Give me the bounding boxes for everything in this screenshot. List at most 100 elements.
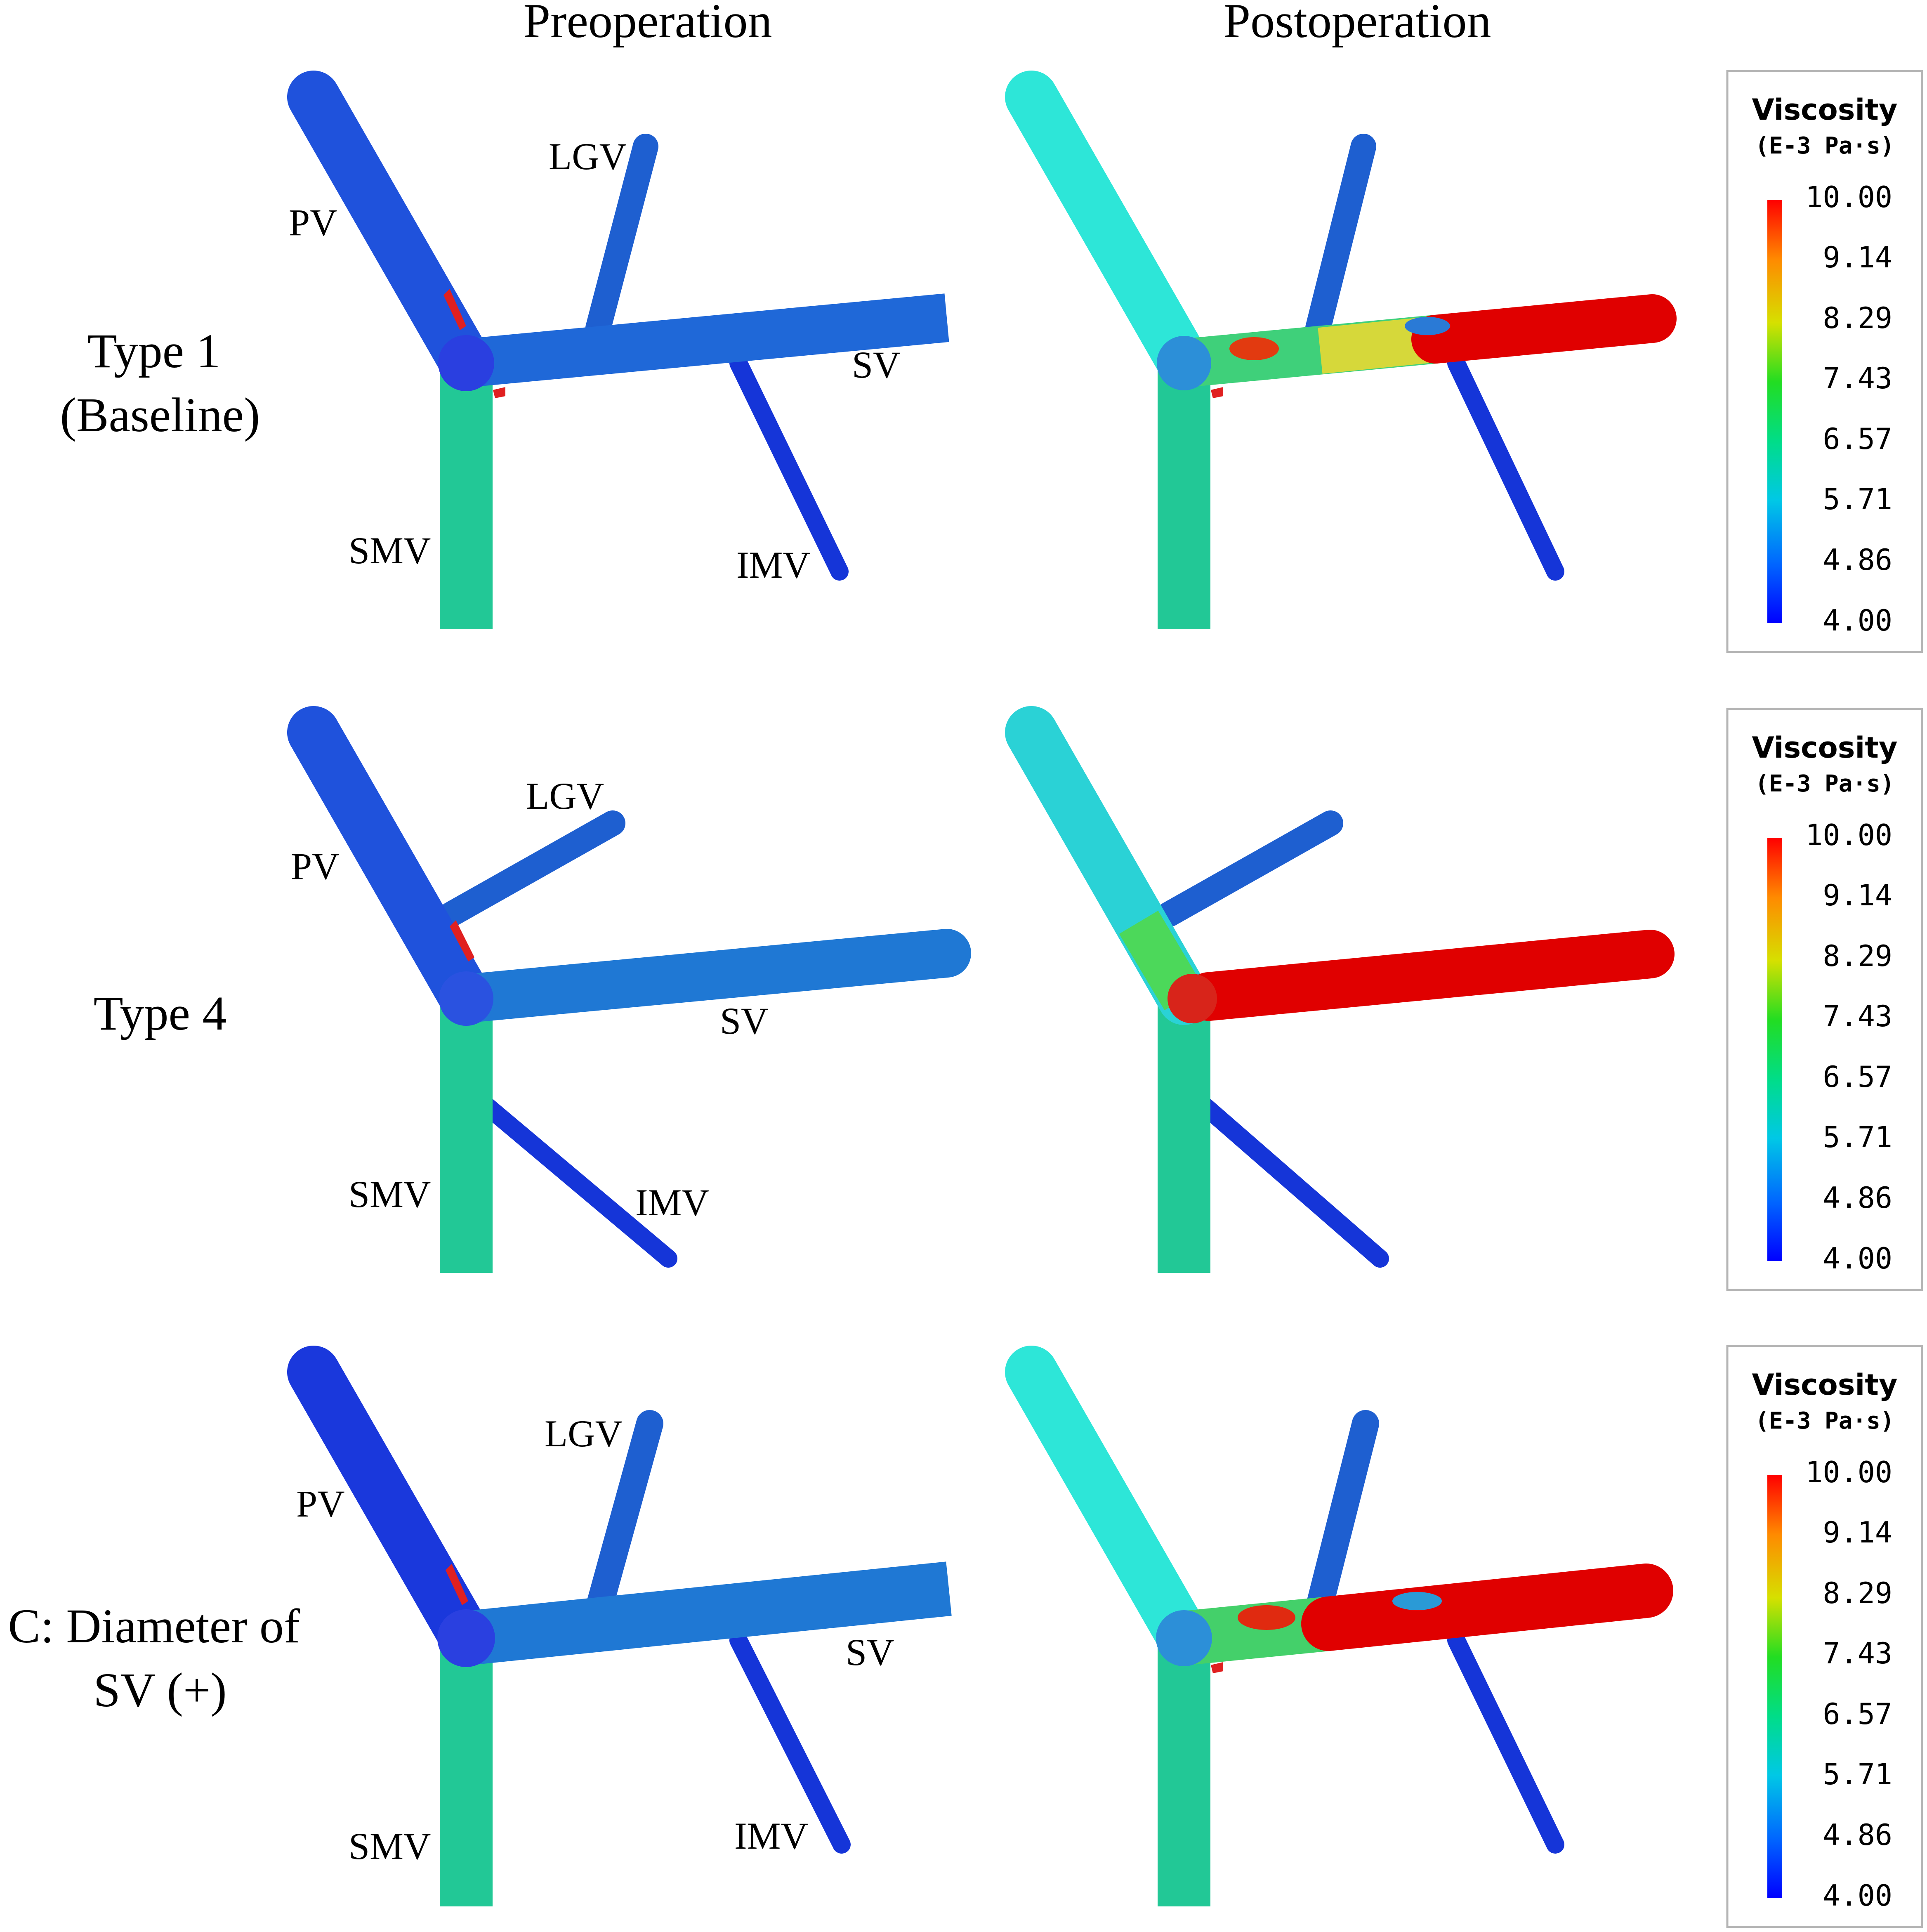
colorbar-tick: 10.00 bbox=[1805, 1455, 1892, 1489]
high-viscosity-spot bbox=[443, 289, 466, 330]
vessel-sv bbox=[463, 1561, 952, 1665]
colorbar-unit: (E-3 Pa·s) bbox=[1755, 1408, 1894, 1434]
label-lgv: LGV bbox=[545, 1412, 623, 1455]
column-header-preoperation: Preoperation bbox=[524, 0, 772, 48]
vessel-model-diameter-post bbox=[1005, 1346, 1673, 1906]
vessel-junction bbox=[1168, 974, 1217, 1023]
high-viscosity-spot bbox=[450, 920, 474, 961]
vessel-lgv bbox=[1305, 134, 1376, 341]
colorbar-tick: 4.00 bbox=[1823, 1879, 1892, 1913]
vessel-pv bbox=[287, 71, 493, 390]
vessel-pv bbox=[1005, 1346, 1210, 1665]
colorbar-tick: 10.00 bbox=[1805, 818, 1892, 852]
row-label-diameter-sv: C: Diameter of SV (+) bbox=[8, 1599, 312, 1717]
row-label-type4-line1: Type 4 bbox=[94, 986, 227, 1040]
vessel-imv bbox=[1447, 1631, 1564, 1854]
label-lgv: LGV bbox=[549, 135, 627, 177]
label-pv: PV bbox=[291, 845, 340, 887]
vessel-pv bbox=[287, 1346, 493, 1665]
colorbar-gradient bbox=[1767, 1475, 1782, 1898]
vessel-sv-high bbox=[1301, 1564, 1673, 1651]
colorbar-tick: 4.00 bbox=[1823, 1242, 1892, 1275]
colorbar-row1: Viscosity (E-3 Pa·s) 10.00 9.14 8.29 7.4… bbox=[1726, 70, 1923, 653]
vessel-model-type1-pre bbox=[287, 71, 949, 629]
vessel-imv bbox=[478, 1097, 677, 1268]
label-pv: PV bbox=[289, 201, 337, 243]
vessel-sv-high bbox=[1411, 294, 1677, 364]
colorbar-tick: 4.86 bbox=[1823, 543, 1892, 577]
label-imv: IMV bbox=[736, 544, 810, 586]
vessel-lgv bbox=[439, 810, 625, 927]
colorbar-gradient bbox=[1767, 838, 1782, 1261]
colorbar-title: Viscosity bbox=[1752, 731, 1898, 765]
high-viscosity-spot bbox=[493, 387, 505, 398]
vessel-lgv bbox=[585, 134, 658, 341]
label-smv: SMV bbox=[349, 529, 431, 572]
vessel-model-type4-pre bbox=[287, 706, 971, 1273]
vessel-lgv bbox=[1157, 810, 1343, 927]
row-label-type1-line1: Type 1 bbox=[87, 324, 221, 378]
low-viscosity-patch bbox=[1405, 317, 1450, 335]
high-viscosity-patch bbox=[1238, 1605, 1295, 1630]
label-pv: PV bbox=[296, 1483, 345, 1525]
vessel-sv bbox=[464, 293, 949, 387]
label-imv: IMV bbox=[734, 1815, 808, 1857]
colorbar-tick: 6.57 bbox=[1823, 422, 1892, 456]
colorbar-tick: 6.57 bbox=[1823, 1697, 1892, 1731]
vessel-model-type1-post bbox=[1005, 71, 1677, 629]
colorbar-tick: 7.43 bbox=[1823, 1637, 1892, 1670]
colorbar-frame bbox=[1726, 708, 1923, 1291]
vessel-model-diameter-pre bbox=[287, 1346, 952, 1906]
high-viscosity-spot bbox=[1211, 1662, 1223, 1673]
colorbar-tick: 8.29 bbox=[1823, 1576, 1892, 1610]
colorbar-frame bbox=[1726, 70, 1923, 653]
vessel-pv bbox=[287, 706, 493, 1025]
colorbar-unit: (E-3 Pa·s) bbox=[1755, 132, 1894, 159]
row-label-type1-line2: (Baseline) bbox=[60, 388, 260, 442]
colorbar-tick: 7.43 bbox=[1823, 999, 1892, 1033]
colorbar-frame bbox=[1726, 1345, 1923, 1928]
vessel-imv bbox=[729, 1631, 851, 1854]
colorbar-tick: 9.14 bbox=[1823, 241, 1892, 274]
vessel-sv-high bbox=[1184, 930, 1675, 1021]
colorbar-tick: 5.71 bbox=[1823, 1120, 1892, 1154]
high-viscosity-spot bbox=[1211, 387, 1223, 398]
colorbar-tick: 4.00 bbox=[1823, 604, 1892, 638]
colorbar-row2: Viscosity (E-3 Pa·s) 10.00 9.14 8.29 7.4… bbox=[1726, 708, 1923, 1291]
low-viscosity-patch bbox=[1392, 1592, 1442, 1610]
vessel-imv bbox=[729, 354, 849, 581]
label-sv: SV bbox=[852, 344, 901, 386]
vessel-junction bbox=[1157, 336, 1211, 390]
colorbar-row3: Viscosity (E-3 Pa·s) 10.00 9.14 8.29 7.4… bbox=[1726, 1345, 1923, 1928]
vessel-lgv bbox=[587, 1410, 663, 1617]
label-sv: SV bbox=[720, 1000, 769, 1042]
colorbar-tick: 5.71 bbox=[1823, 482, 1892, 516]
row-label-type4: Type 4 bbox=[94, 986, 227, 1040]
colorbar-title: Viscosity bbox=[1752, 1368, 1898, 1402]
colorbar-tick: 7.43 bbox=[1823, 361, 1892, 395]
vessel-junction bbox=[437, 1609, 495, 1667]
colorbar-tick: 5.71 bbox=[1823, 1757, 1892, 1791]
label-imv: IMV bbox=[635, 1181, 709, 1223]
label-sv: SV bbox=[846, 1631, 894, 1673]
high-viscosity-spot bbox=[446, 1564, 468, 1605]
row-label-diameter-sv-line1: C: Diameter of bbox=[8, 1599, 300, 1653]
vessel-imv bbox=[1447, 354, 1564, 581]
colorbar-tick: 8.29 bbox=[1823, 939, 1892, 973]
colorbar-title: Viscosity bbox=[1752, 93, 1898, 127]
colorbar-tick: 10.00 bbox=[1805, 180, 1892, 214]
row-label-diameter-sv-line2: SV (+) bbox=[93, 1663, 226, 1717]
vessel-imv bbox=[1196, 1097, 1389, 1268]
label-smv: SMV bbox=[349, 1825, 431, 1867]
low-viscosity-patch bbox=[1229, 337, 1279, 360]
colorbar-tick: 9.14 bbox=[1823, 879, 1892, 912]
vessel-sv bbox=[442, 929, 971, 1023]
vessel-pv bbox=[1005, 71, 1210, 390]
label-lgv: LGV bbox=[526, 775, 604, 817]
colorbar-gradient bbox=[1767, 200, 1782, 623]
vessel-lgv bbox=[1307, 1410, 1379, 1617]
colorbar-tick: 4.86 bbox=[1823, 1818, 1892, 1852]
colorbar-tick: 6.57 bbox=[1823, 1060, 1892, 1094]
label-smv: SMV bbox=[349, 1173, 431, 1215]
